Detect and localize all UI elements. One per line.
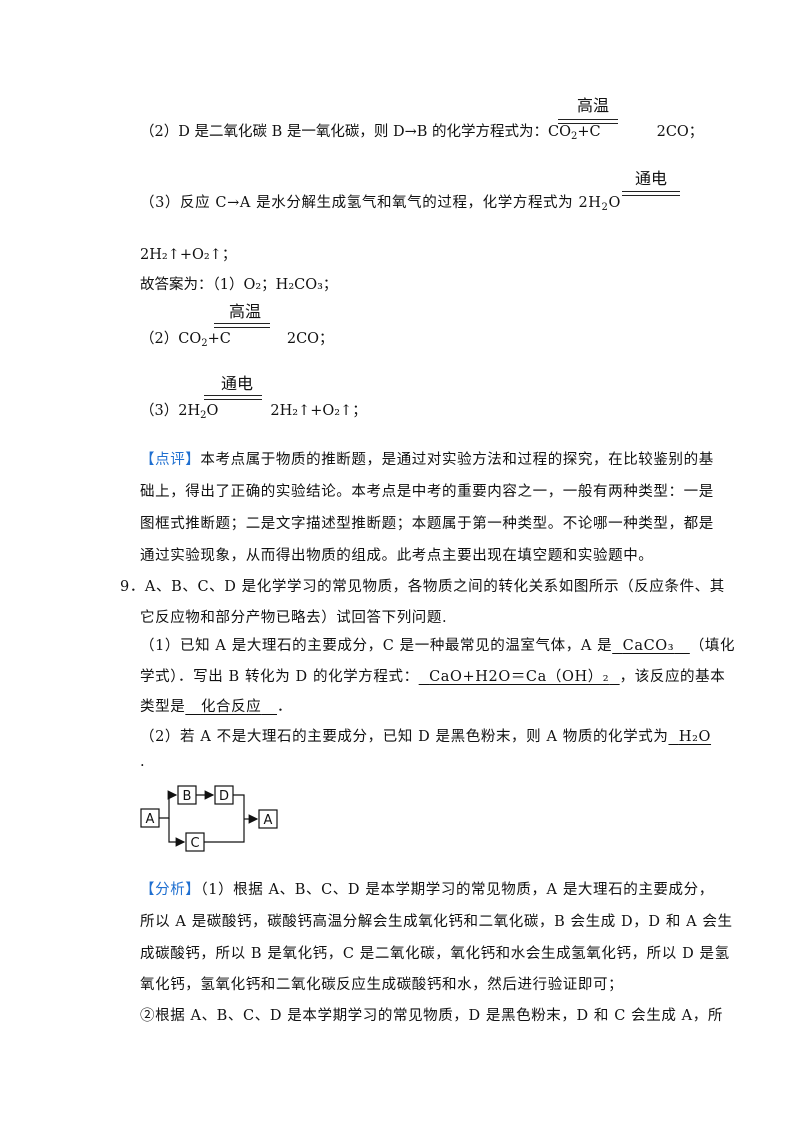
answer-blank-equation: CaO+H2O＝Ca（OH）₂ [419,669,620,685]
answer-caco3: CaCO₃ [622,638,675,654]
answer-line-2-product: 2CO； [656,124,704,140]
answer-line-3-continued: 2H₂↑+O₂↑； [140,247,237,263]
subscript: 2 [201,338,208,349]
condition-bar-top [558,119,618,120]
line-d-to-junction [233,794,245,819]
high-temperature-condition: 高温 [576,96,609,115]
comment-text: 本考点属于物质的推断题，是通过对实验方法和过程的探究，在比较鉴别的基 [200,452,714,468]
subscript: 2 [601,202,609,213]
question-9-part-1-line-2: 学式）．写出 B 转化为 D 的化学方程式： CaO+H2O＝Ca（OH）₂ ，… [140,667,725,687]
part-1-text-d: ，该反应的基本 [619,669,726,685]
label-d: D [219,789,229,804]
condition-bar-bottom [204,399,262,400]
answer-2-equation: （2）CO2+C 2CO； [140,329,334,349]
answer-2-text-b: +C [207,331,231,347]
high-temperature-condition: 高温 [228,302,261,321]
electrolysis-condition: 通电 [634,169,667,188]
comment-line-2: 础上，得出了正确的实验结论。本考点是中考的重要内容之一，一般有两种类型：一是 [140,484,714,500]
answer-2-text: （2）CO [140,331,202,347]
question-9-part-1: （1）已知 A 是大理石的主要成分，C 是一种最常见的温室气体，A 是 CaCO… [140,636,735,656]
analysis-line-2: 所以 A 是碳酸钙，碳酸钙高温分解会生成氧化钙和二氧化碳，B 会生成 D，D 和… [140,914,733,930]
electrolysis-condition: 通电 [220,374,253,393]
label-c: C [190,836,199,851]
question-9-part-1-line-3: 类型是 化合反应 ． [140,697,292,717]
answer-line-2: （2）D 是二氧化碳 B 是一氧化碳，则 D→B 的化学方程式为：CO2+C 2C… [140,122,703,142]
box-a-right [258,809,278,829]
comment-line-1: 【点评】本考点属于物质的推断题，是通过对实验方法和过程的探究，在比较鉴别的基 [140,450,714,470]
answer-3-product: 2H₂↑+O₂↑； [270,403,367,419]
answer-equation: CaO+H2O＝Ca（OH）₂ [429,669,610,685]
question-9-part-2-end: . [140,754,145,770]
analysis-tag: 【分析】 [140,882,201,898]
answer-3-equation: （3）2H2O 2H₂↑+O₂↑； [140,401,367,421]
answer-line-3-text: （3）反应 C→A 是水分解生成氢气和氧气的过程，化学方程式为 2H [140,195,602,211]
condition-bar-top [214,323,270,324]
label-a-left: A [146,812,155,827]
condition-bar-top [622,191,680,192]
answer-line-2-text-b: +C [577,124,601,140]
question-9-part-2: （2）若 A 不是大理石的主要成分，已知 D 是黑色粉末，则 A 物质的化学式为… [140,727,711,747]
analysis-line-1: 【分析】（1）根据 A、B、C、D 是本学期学习的常见物质，A 是大理石的主要成… [140,880,714,900]
answer-2-product: 2CO； [286,331,334,347]
part-1-text-c: 学式）．写出 B 转化为 D 的化学方程式： [140,669,419,685]
answer-blank-caco3: CaCO₃ [612,638,690,654]
arrow-a-to-b [159,790,178,819]
part-1-text-b: （填化 [689,638,736,654]
label-a-right: A [264,813,273,828]
condition-bar-bottom [622,195,680,196]
conversion-diagram: A B D C A [140,785,278,852]
answer-line-2-text: （2）D 是二氧化碳 B 是一氧化碳，则 D→B 的化学方程式为：CO [140,124,571,140]
condition-bar-bottom [558,123,618,124]
question-9-line-1: 9．A、B、C、D 是化学学习的常见物质，各物质之间的转化关系如图所示（反应条件… [120,579,725,595]
comment-line-3: 图框式推断题；二是文字描述型推断题；本题属于第一种类型。不论哪一种类型，都是 [140,516,714,532]
answer-line-3: （3）反应 C→A 是水分解生成氢气和氧气的过程，化学方程式为 2H2O [140,193,621,213]
part-1-text: （1）已知 A 是大理石的主要成分，C 是一种最常见的温室气体，A 是 [140,638,613,654]
part-2-text: （2）若 A 不是大理石的主要成分，已知 D 是黑色粉末，则 A 物质的化学式为 [140,729,669,745]
answer-blank-reaction-type: 化合反应 [185,699,277,715]
analysis-line-3: 成碳酸钙，所以 B 是氧化钙，C 是二氧化碳，氧化钙和水会生成氢氧化钙，所以 D… [140,946,730,962]
subscript: 2 [200,410,207,421]
question-9-line-2: 它反应物和部分产物已略去）试回答下列问题. [140,610,448,626]
part-1-text-e: 类型是 [140,699,186,715]
answer-3-text-b: O [206,403,219,419]
therefore-answer-line: 故答案为：（1）O₂；H₂CO₃； [140,277,338,293]
answer-3-text: （3）2H [140,403,201,419]
comment-tag: 【点评】 [140,452,201,468]
label-b: B [183,789,192,804]
answer-blank-h2o: H₂O [668,729,711,745]
condition-bar-bottom [214,327,270,328]
subscript: 2 [570,131,578,142]
condition-bar-top [204,395,262,396]
answer-h2o: H₂O [678,729,712,745]
arrow-a-to-c [168,818,186,847]
analysis-line-4: 氧化钙，氢氧化钙和二氧化碳反应生成碳酸钙和水，然后进行验证即可； [140,977,624,993]
line-c-to-junction [204,819,245,843]
answer-reaction-type: 化合反应 [200,699,262,715]
comment-line-4: 通过实验现象，从而得出物质的组成。此考点主要出现在填空题和实验题中。 [140,548,654,564]
analysis-line-5: ②根据 A、B、C、D 是本学期学习的常见物质，D 是黑色粉末，D 和 C 会生… [140,1008,723,1024]
part-1-text-f: ． [277,699,293,715]
answer-line-3-text-b: O [608,195,622,211]
analysis-text: （1）根据 A、B、C、D 是本学期学习的常见物质，A 是大理石的主要成分， [200,882,714,898]
